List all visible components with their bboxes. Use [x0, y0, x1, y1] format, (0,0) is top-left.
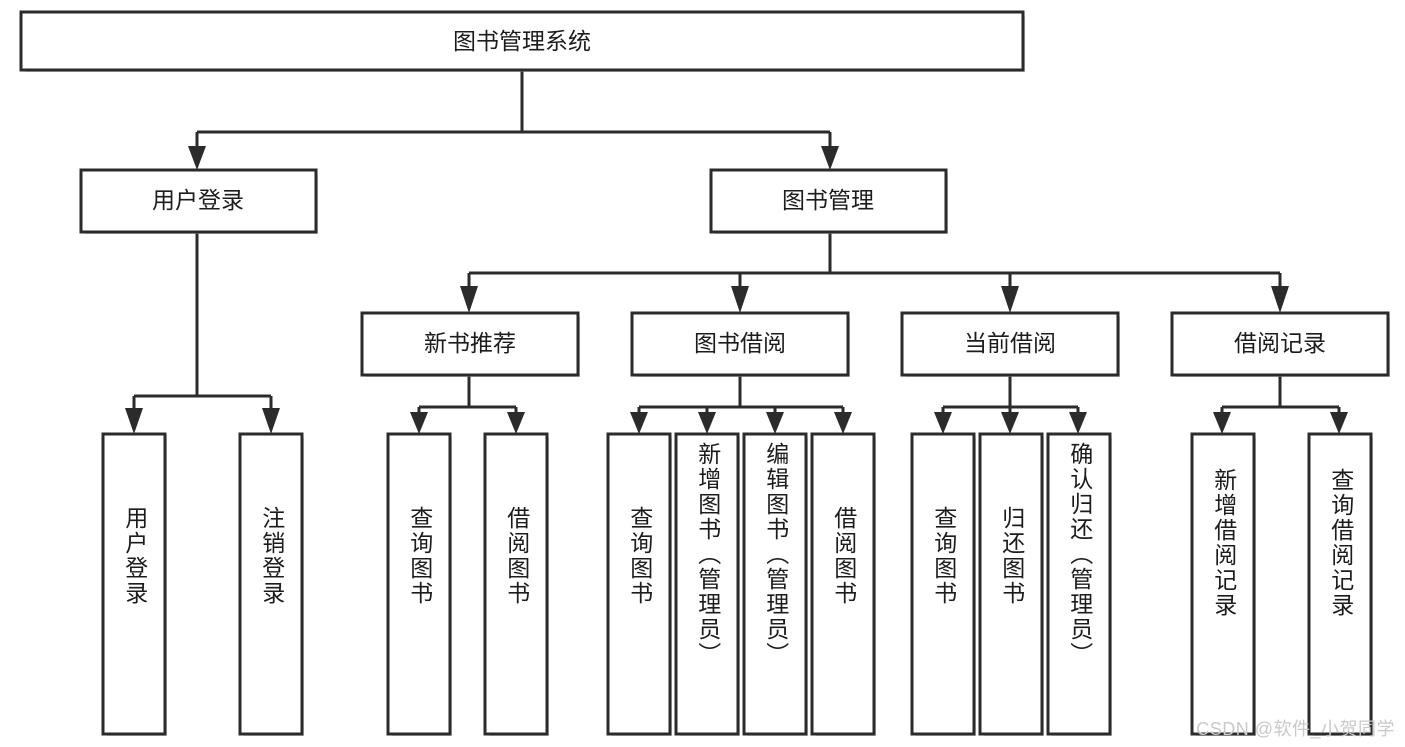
arrowhead-book-borrow — [731, 286, 749, 313]
leaf-return-book-box[interactable] — [978, 432, 1044, 736]
leaf-borrow-book-1-box[interactable] — [483, 432, 549, 736]
leaf-user-login-box[interactable] — [101, 432, 167, 736]
arrowhead-leaf-confirm-return — [1069, 412, 1087, 434]
connectors-layer — [125, 70, 1348, 434]
arrowhead-book-manage — [821, 146, 839, 170]
node-user-login-box[interactable] — [79, 168, 318, 234]
node-current-borrow-box[interactable] — [900, 311, 1120, 377]
csdn-watermark: CSDN @软件_小贺同学 — [1196, 719, 1395, 739]
node-borrow-record-box[interactable] — [1170, 311, 1390, 377]
leaf-query-record-box[interactable] — [1307, 432, 1373, 736]
arrowhead-leaf-add-book — [698, 412, 716, 434]
leaf-query-book-1-box[interactable] — [386, 432, 452, 736]
arrowhead-new-book-rec — [460, 286, 478, 313]
node-book-manage-box[interactable] — [709, 168, 948, 234]
arrowhead-borrow-record — [1271, 286, 1289, 313]
arrowhead-leaf-borrow-book-2 — [834, 412, 852, 434]
node-root-box[interactable] — [19, 10, 1025, 72]
leaf-query-book-2-box[interactable] — [606, 432, 672, 736]
node-book-borrow-box[interactable] — [630, 311, 850, 377]
arrowhead-leaf-query-book-3 — [934, 412, 952, 434]
nodes-layer: 图书管理系统 用户登录 图书管理 新书推荐 图书借阅 当前借阅 借阅记录 — [19, 10, 1390, 736]
node-new-book-rec-box[interactable] — [360, 311, 580, 377]
leaf-logout-box[interactable] — [238, 432, 304, 736]
node-book-borrow-label: 图书借阅 — [694, 330, 786, 356]
arrowhead-leaf-query-book-1 — [410, 412, 428, 434]
node-current-borrow-label: 当前借阅 — [964, 330, 1056, 356]
arrowhead-leaf-return-book — [1001, 412, 1019, 434]
arrowhead-leaf-query-book-2 — [630, 412, 648, 434]
arrowhead-leaf-edit-book — [766, 412, 784, 434]
leaf-add-record-box[interactable] — [1190, 432, 1256, 736]
node-book-manage-label: 图书管理 — [782, 187, 874, 213]
arrowhead-leaf-query-record — [1330, 412, 1348, 434]
leaf-add-book-box[interactable] — [674, 432, 740, 736]
leaf-query-book-3-box[interactable] — [910, 432, 976, 736]
arrowhead-user-login — [188, 146, 206, 170]
leaf-borrow-book-2-box[interactable] — [810, 432, 876, 736]
arrowhead-leaf-borrow-book-1 — [507, 412, 525, 434]
arrowhead-leaf-logout — [262, 408, 280, 434]
node-borrow-record-label: 借阅记录 — [1234, 330, 1326, 356]
arrowhead-leaf-add-record — [1213, 412, 1231, 434]
arrowhead-current-borrow — [1001, 286, 1019, 313]
node-root-label: 图书管理系统 — [453, 28, 591, 54]
leaf-confirm-return-box[interactable] — [1046, 432, 1112, 736]
arrowhead-leaf-user-login — [125, 408, 143, 434]
leaf-edit-book-box[interactable] — [742, 432, 808, 736]
node-user-login-label: 用户登录 — [152, 187, 244, 213]
node-new-book-rec-label: 新书推荐 — [424, 330, 516, 356]
